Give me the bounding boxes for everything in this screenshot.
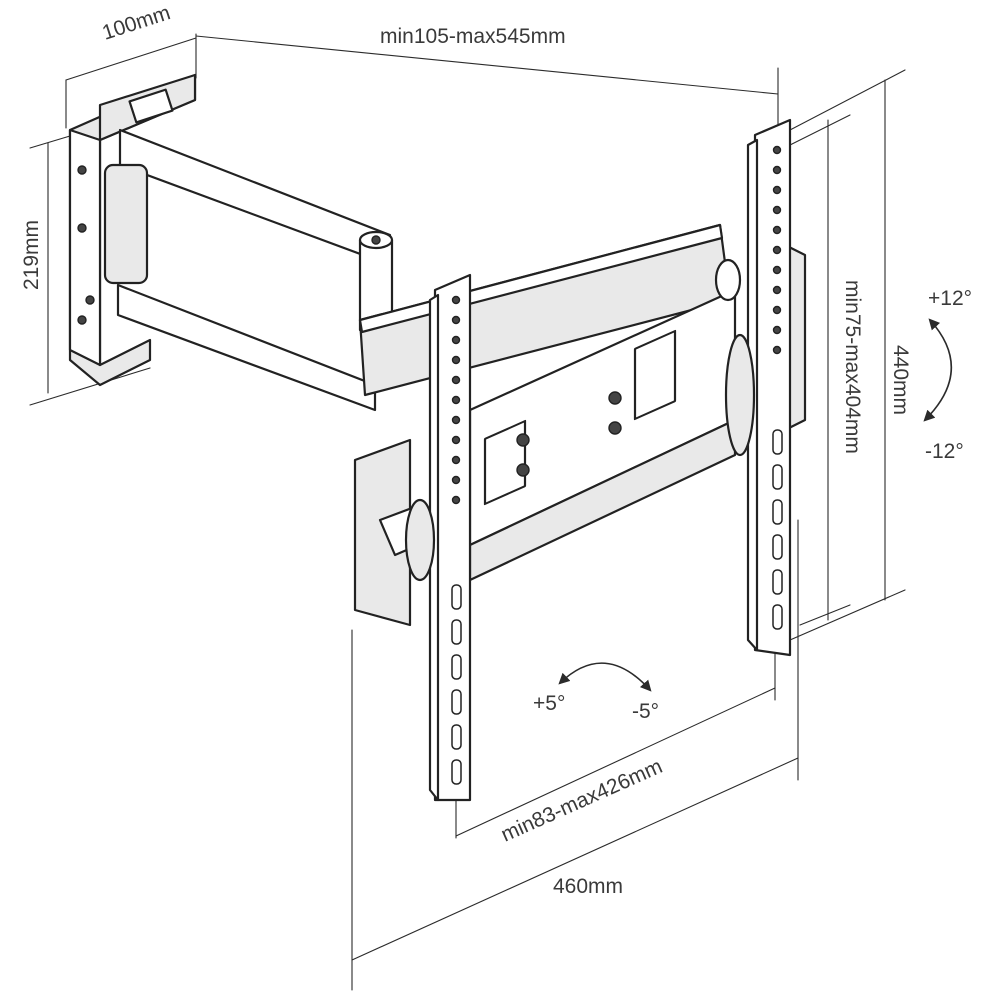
- label-wall-plate-height: 219mm: [20, 220, 43, 290]
- label-bracket-height: 440mm: [889, 345, 912, 415]
- label-vertical-hole-spacing: min75-max404mm: [841, 280, 864, 454]
- horizontal-rail: [468, 288, 737, 582]
- label-tilt-down: -12°: [925, 440, 964, 463]
- swivel-arrow: [558, 662, 652, 692]
- wall-plate: [68, 73, 197, 387]
- label-bracket-width: 460mm: [553, 875, 623, 898]
- right-bracket-holes: [772, 145, 783, 630]
- left-vertical-bracket: [353, 273, 472, 802]
- label-horizontal-hole-spacing: min83-max426mm: [498, 755, 666, 847]
- label-swivel-right: -5°: [632, 700, 659, 723]
- tilt-arrow: [923, 318, 953, 422]
- label-wall-plate-depth: 100mm: [99, 1, 173, 45]
- label-swivel-left: +5°: [533, 692, 565, 715]
- label-arm-extension: min105-max545mm: [380, 25, 566, 48]
- dimension-lines: [29, 33, 906, 991]
- label-tilt-up: +12°: [928, 287, 972, 310]
- right-vertical-bracket: [714, 118, 807, 657]
- left-bracket-holes: [451, 295, 462, 785]
